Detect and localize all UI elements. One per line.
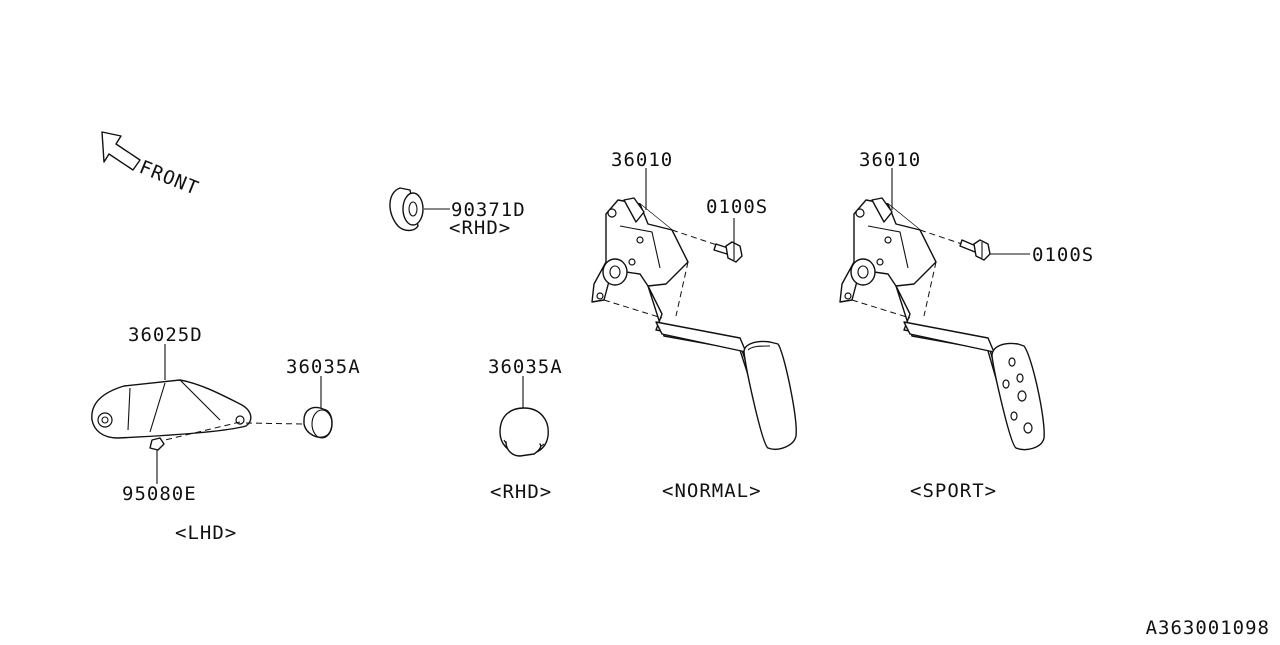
dash-pedal-sport-1 [851, 299, 911, 319]
label-0100s-normal: 0100S [706, 196, 768, 218]
label-90371d-rhd: <RHD> [449, 217, 511, 239]
label-sport-note: <SPORT> [910, 480, 997, 502]
bolt-0100s-normal [713, 241, 743, 263]
bolt-0100s-sport [959, 239, 991, 261]
accelerator-pedal-sport [839, 197, 1045, 451]
label-95080e: 95080E [122, 483, 197, 505]
bolt-95080e [149, 437, 165, 451]
label-36035a-rhd: 36035A [488, 356, 563, 378]
grommet-90371d [389, 187, 424, 232]
label-36035a-lhd: 36035A [286, 356, 361, 378]
label-normal-note: <NORMAL> [662, 480, 762, 502]
stopper-36035a-lhd [303, 406, 333, 439]
label-rhd-note: <RHD> [490, 481, 552, 503]
dash-bracket-bolt [164, 421, 241, 441]
label-36025d: 36025D [128, 324, 203, 346]
front-label: FRONT [136, 156, 202, 200]
label-0100s-sport: 0100S [1032, 244, 1094, 266]
bracket-36025d [91, 379, 252, 439]
stopper-36035a-rhd [499, 407, 549, 457]
accelerator-pedal-normal [591, 197, 797, 450]
dash-pedal-normal-3 [671, 229, 721, 247]
label-lhd-note: <LHD> [175, 522, 237, 544]
label-36010-sport: 36010 [859, 149, 921, 171]
dash-pedal-normal-1 [603, 299, 663, 319]
dash-bracket-stopper [245, 422, 305, 425]
front-arrow-icon [101, 131, 141, 171]
dash-pedal-sport-3 [919, 229, 963, 245]
label-90371d: 90371D [451, 199, 526, 221]
diagram-code: A363001098 [1146, 617, 1270, 639]
label-36010-normal: 36010 [611, 149, 673, 171]
